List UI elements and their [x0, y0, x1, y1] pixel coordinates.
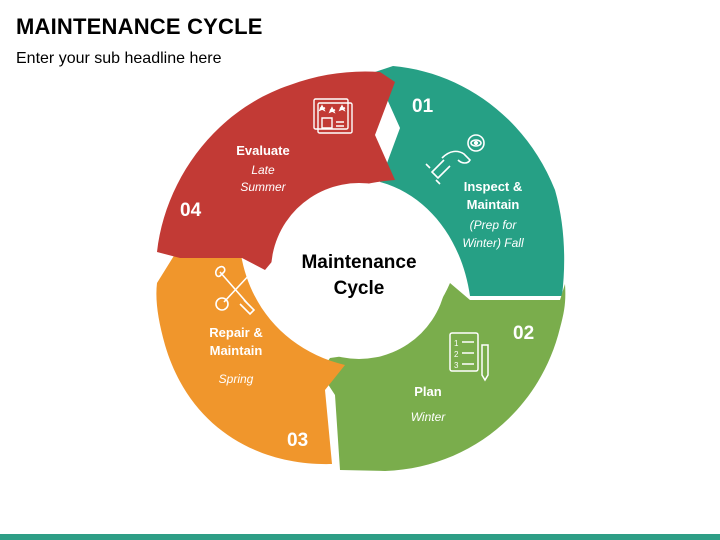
segment-evaluate[interactable]: Evaluate Late Summer 04 [157, 71, 395, 270]
segment-subtitle-line1: Late [251, 163, 275, 177]
segment-subtitle-line2: Winter) Fall [462, 236, 524, 250]
segment-orange-shape [156, 244, 345, 465]
segment-subtitle-line1: (Prep for [470, 218, 518, 232]
numbered-list-pen-icon: 1 2 3 [449, 332, 489, 382]
segment-title-line1: Repair & [209, 325, 262, 340]
page-title: MAINTENANCE CYCLE [16, 14, 263, 39]
center-label-line1: Maintenance [301, 252, 416, 273]
segment-green-shape [320, 283, 566, 471]
segment-title-line2: Maintain [210, 343, 263, 358]
hand-inspect-eye-icon [425, 134, 485, 185]
segment-number-04: 04 [180, 200, 202, 221]
segment-red-shape [157, 71, 395, 270]
segment-title-line1: Inspect & [464, 179, 523, 194]
segment-subtitle-line2: Summer [240, 180, 286, 194]
svg-text:2: 2 [454, 350, 459, 359]
segment-repair-maintain[interactable]: Repair & Maintain Spring 03 [156, 244, 345, 465]
rating-board-icon [313, 98, 353, 134]
svg-text:3: 3 [454, 361, 459, 370]
wrench-screwdriver-icon [215, 263, 261, 316]
segment-inspect-maintain[interactable]: 01 Inspect & Maintain (Prep for Winter) … [375, 66, 565, 296]
center-circle [271, 183, 447, 359]
segment-title-line1: Evaluate [236, 143, 289, 158]
segment-title-line1: Plan [414, 384, 442, 399]
center-label-line2: Cycle [334, 278, 385, 299]
bottom-accent-bar [0, 534, 720, 540]
segment-teal-shape [375, 66, 565, 296]
svg-text:1: 1 [454, 339, 459, 348]
segment-title-line2: Maintain [467, 197, 520, 212]
segment-subtitle-line1: Winter [411, 410, 447, 424]
segment-number-02: 02 [513, 323, 534, 344]
segment-subtitle-line1: Spring [219, 372, 254, 386]
segment-plan[interactable]: 1 2 3 02 Plan Winter [320, 283, 566, 471]
segment-number-03: 03 [287, 430, 308, 451]
page-subtitle: Enter your sub headline here [16, 50, 222, 67]
segment-number-01: 01 [412, 96, 434, 117]
